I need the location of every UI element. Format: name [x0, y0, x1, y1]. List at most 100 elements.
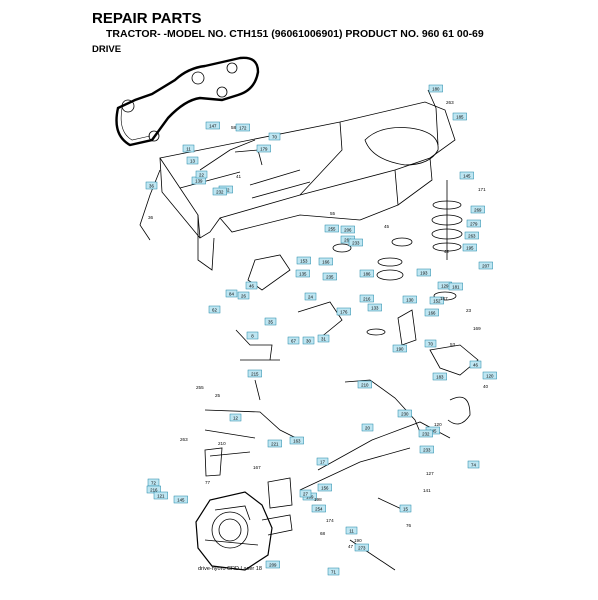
callout-box	[416, 268, 431, 277]
part-callout: 15	[399, 504, 412, 513]
callout-number: 255	[328, 226, 336, 231]
callout-box	[299, 489, 312, 498]
callout-box	[424, 308, 439, 317]
callout-number: 209	[269, 562, 277, 567]
callout-number: 152	[433, 298, 441, 303]
callout-number: 11	[186, 146, 191, 151]
callout-box	[287, 336, 300, 345]
part-callout: 145	[459, 171, 474, 180]
part-callout: 183	[432, 372, 447, 381]
callout-number: 153	[300, 258, 308, 263]
callout-box	[256, 144, 271, 153]
callout-box	[145, 181, 158, 190]
callout-box	[462, 243, 477, 252]
callout-number: 206	[344, 227, 352, 232]
callout-box	[428, 84, 443, 93]
part-number: 263	[446, 100, 454, 105]
callout-box	[361, 423, 374, 432]
callout-number: 70	[272, 134, 277, 139]
callout-box	[205, 121, 220, 130]
callout-number: 120	[486, 373, 494, 378]
part-number: 47	[348, 544, 354, 549]
part-callout: 13	[186, 156, 199, 165]
part-number: 187	[440, 296, 448, 301]
callout-number: 62	[212, 307, 217, 312]
part-callout: 70	[424, 339, 437, 348]
part-callout: 207	[478, 261, 493, 270]
callout-number: 8	[251, 333, 254, 338]
callout-number: 232	[216, 189, 224, 194]
part-number: 23	[466, 308, 472, 313]
part-callout: 145	[173, 495, 188, 504]
pulley	[376, 269, 404, 281]
callout-box	[357, 380, 372, 389]
callout-number: 233	[423, 447, 431, 452]
callout-box	[467, 460, 480, 469]
callout-box	[318, 257, 333, 266]
callout-number: 67	[291, 338, 296, 343]
callout-number: 180	[432, 86, 440, 91]
callout-number: 172	[239, 125, 247, 130]
part-callout: 8	[246, 331, 259, 340]
part-callout: 269	[470, 205, 485, 214]
callout-number: 11	[349, 528, 354, 533]
part-callout: 263	[464, 231, 479, 240]
callout-box	[246, 331, 259, 340]
callout-number: 17	[320, 459, 325, 464]
callout-box	[478, 261, 493, 270]
part-callout: 193	[416, 268, 431, 277]
callout-number: 22	[199, 172, 204, 177]
part-callout: 172	[235, 123, 250, 132]
pulley	[332, 243, 352, 253]
callout-box	[340, 225, 355, 234]
callout-box	[459, 171, 474, 180]
callout-box	[317, 483, 332, 492]
callout-number: 186	[363, 271, 371, 276]
part-callout: 216	[359, 294, 374, 303]
callout-number: 216	[363, 296, 371, 301]
callout-number: 84	[229, 291, 234, 296]
part-callout: 273	[354, 543, 369, 552]
tractor-frame	[159, 101, 456, 239]
belt-pulley	[191, 71, 205, 85]
callout-number: 215	[251, 371, 259, 376]
drive-belt	[115, 56, 260, 147]
callout-number: 31	[321, 336, 326, 341]
callout-number: 269	[474, 207, 482, 212]
callout-number: 145	[463, 173, 471, 178]
part-callout: 11	[345, 526, 358, 535]
callout-number: 254	[315, 506, 323, 511]
callout-box	[464, 231, 479, 240]
part-callout: 20	[361, 423, 374, 432]
callout-number: 35	[268, 319, 273, 324]
callout-box	[469, 360, 482, 369]
callout-box	[237, 291, 250, 300]
callout-box	[452, 112, 467, 121]
callout-box	[311, 504, 326, 513]
part-number: 174	[326, 518, 334, 523]
model-line: TRACTOR- -MODEL NO. CTH151 (96061006901)…	[106, 28, 484, 40]
callout-number: 195	[466, 245, 474, 250]
callout-number: 30	[306, 338, 311, 343]
callout-number: 176	[340, 309, 348, 314]
part-number: 210	[218, 441, 226, 446]
callout-number: 145	[429, 428, 437, 433]
callout-box	[482, 371, 497, 380]
callout-box	[322, 272, 337, 281]
part-callout: 279	[466, 219, 481, 228]
callout-number: 20	[365, 425, 370, 430]
part-callout: 67	[287, 336, 300, 345]
part-callout: 84	[225, 289, 238, 298]
callout-number: 263	[468, 233, 476, 238]
callout-box	[348, 238, 363, 247]
part-callout: 179	[256, 144, 271, 153]
page-title: REPAIR PARTS	[92, 10, 202, 27]
pulley	[377, 257, 403, 267]
part-number: 198	[314, 497, 322, 502]
callout-number: 26	[241, 293, 246, 298]
part-callout: 135	[295, 269, 310, 278]
callout-box	[296, 256, 311, 265]
part-callout: 72	[147, 478, 160, 487]
part-callout: 254	[311, 504, 326, 513]
